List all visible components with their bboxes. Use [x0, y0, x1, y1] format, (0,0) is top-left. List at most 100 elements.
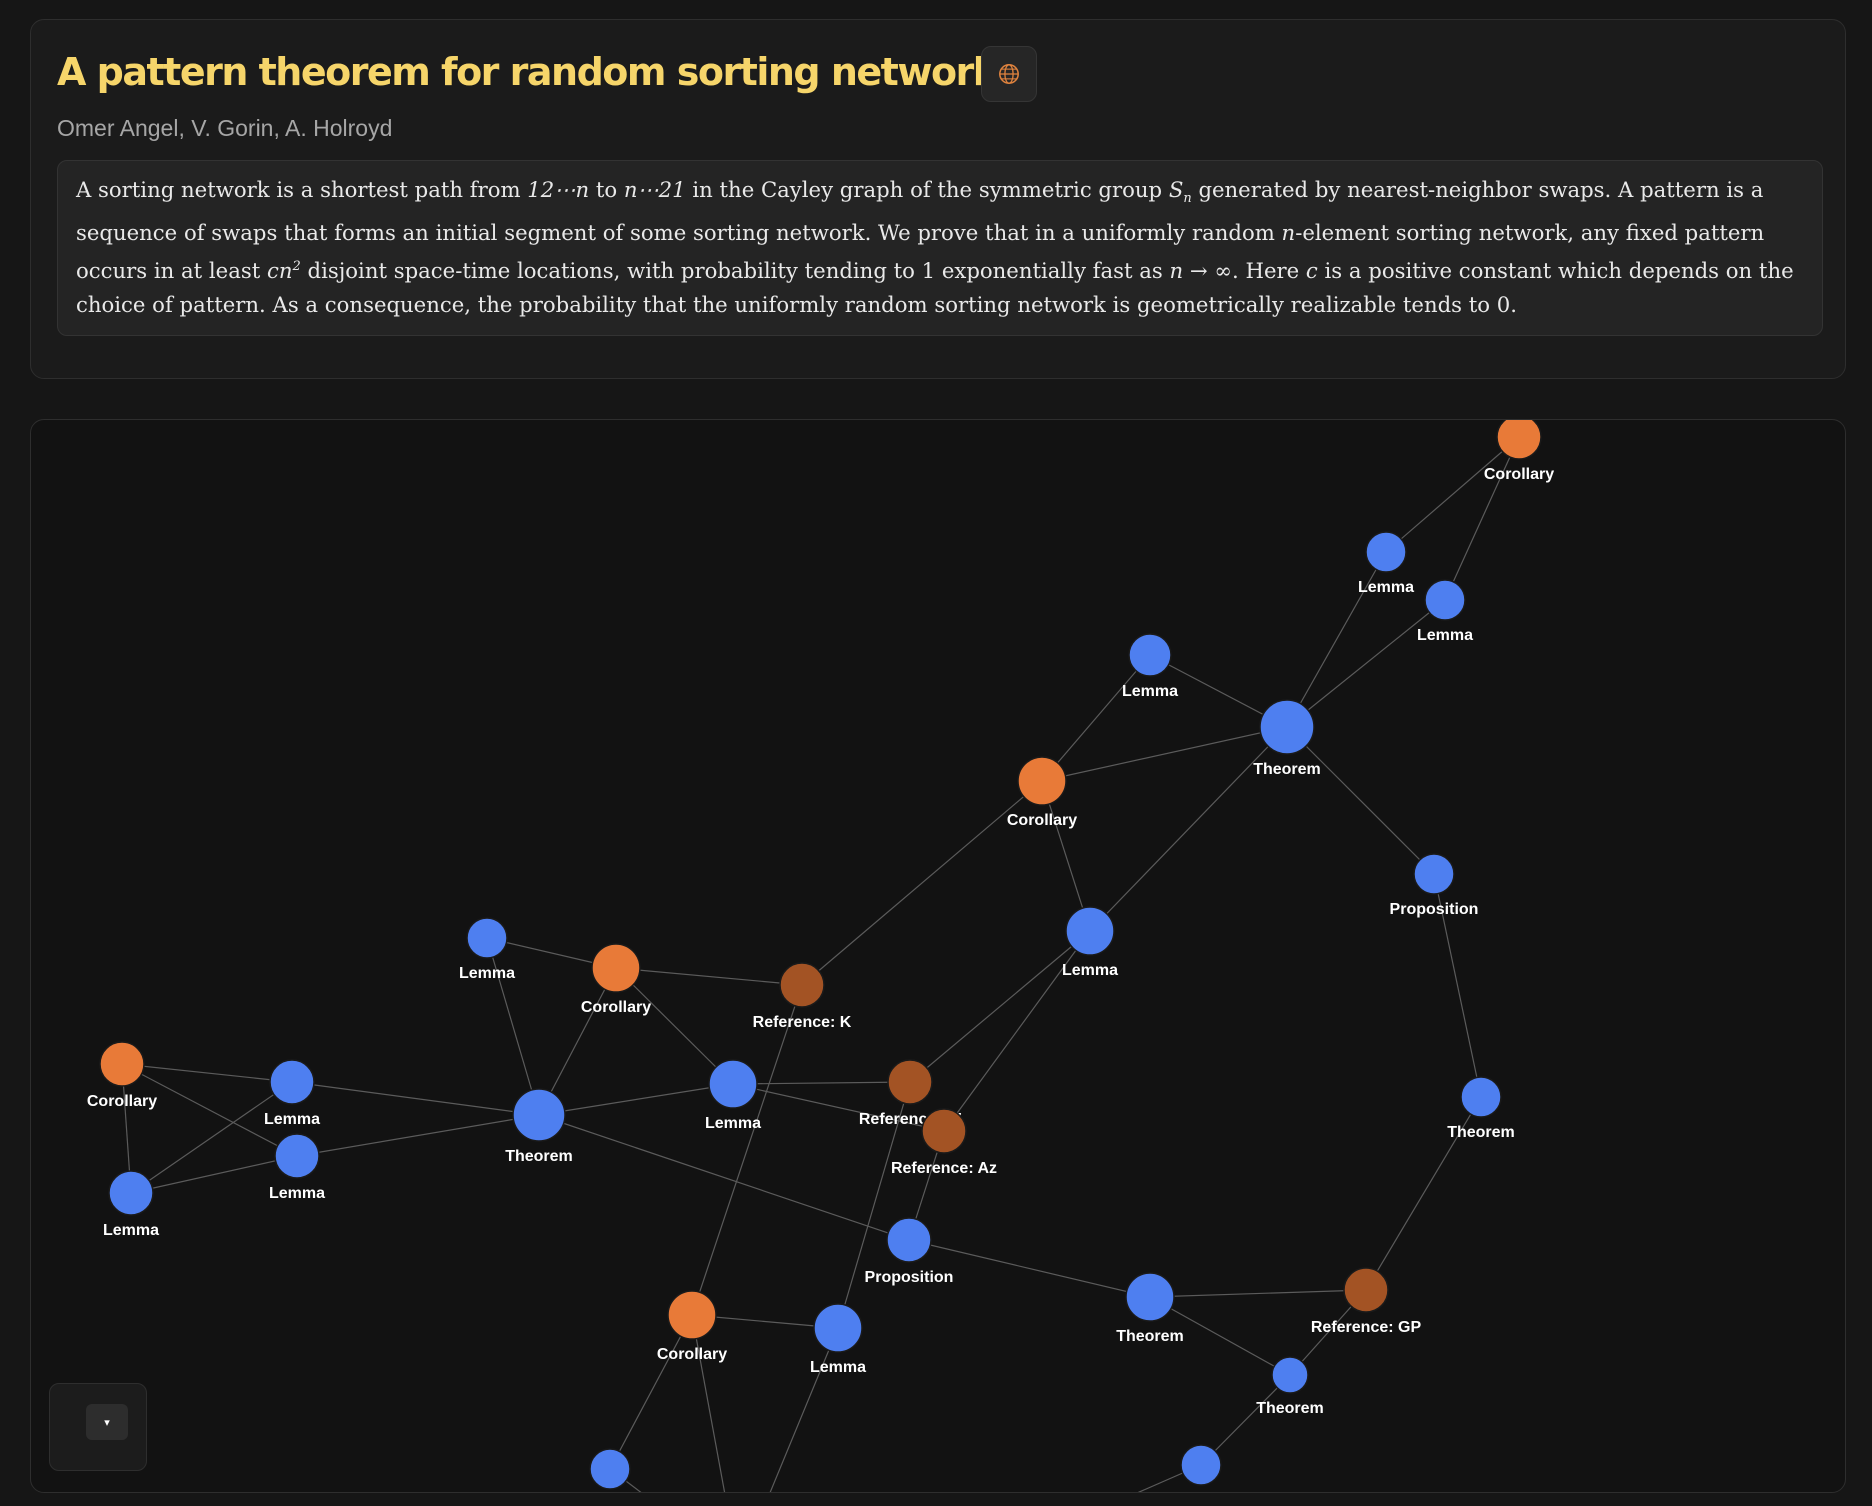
graph-node-l_d[interactable]: Lemma — [459, 917, 515, 982]
node-circle[interactable] — [1496, 420, 1542, 460]
node-circle[interactable] — [1065, 906, 1115, 956]
node-label: Theorem — [1253, 761, 1321, 778]
node-circle[interactable] — [512, 1088, 566, 1142]
node-circle[interactable] — [779, 962, 825, 1008]
node-label: Theorem — [1447, 1124, 1515, 1141]
math-expression: n → ∞ — [1169, 258, 1233, 284]
graph-node-l_mid[interactable]: Lemma — [1062, 906, 1118, 979]
paper-authors: Omer Angel, V. Gorin, A. Holroyd — [57, 115, 393, 141]
graph-node-p_m[interactable]: Proposition — [865, 1217, 954, 1286]
graph-edge — [291, 1081, 540, 1116]
graph-node-c_far[interactable]: Corollary — [87, 1041, 157, 1110]
graph-edge — [121, 1063, 298, 1157]
paper-card: A pattern theorem for random sorting net… — [30, 19, 1846, 379]
graph-node-n_br[interactable]: Th — [1180, 1444, 1222, 1493]
graph-edge — [538, 967, 617, 1116]
node-circle[interactable] — [708, 1059, 758, 1109]
graph-node-l_f[interactable]: Lemma — [705, 1059, 761, 1132]
graph-node-l_h[interactable]: Lemma — [103, 1170, 159, 1239]
node-circle[interactable] — [813, 1303, 863, 1353]
graph-node-n_bl[interactable] — [589, 1448, 631, 1490]
graph-node-l_e[interactable]: Lemma — [264, 1059, 320, 1128]
graph-node-t_r[interactable]: Theorem — [1447, 1076, 1515, 1141]
graph-node-c_l[interactable]: Corollary — [581, 943, 651, 1016]
graph-node-c_b[interactable]: Corollary — [657, 1290, 727, 1363]
paper-abstract: A sorting network is a shortest path fro… — [57, 160, 1823, 336]
node-label: Lemma — [264, 1111, 320, 1128]
graph-node-ref_k[interactable]: Reference: K — [753, 962, 852, 1031]
node-label: Corollary — [1484, 466, 1554, 483]
graph-node-p_r[interactable]: Proposition — [1390, 853, 1479, 918]
math-expression: c — [1305, 258, 1318, 284]
math-expression: Sn — [1168, 177, 1192, 207]
node-circle[interactable] — [1271, 1356, 1309, 1394]
graph-edge — [801, 780, 1043, 986]
math-expression: 12⋯n — [527, 177, 590, 202]
node-circle[interactable] — [1460, 1076, 1502, 1118]
node-circle[interactable] — [1343, 1267, 1389, 1313]
math-expression: 1 — [921, 258, 936, 284]
graph-edge — [1385, 436, 1520, 553]
graph-controls-toggle-button[interactable]: ▾ — [86, 1404, 128, 1440]
graph-node-c_mid[interactable]: Corollary — [1007, 756, 1077, 829]
node-circle[interactable] — [886, 1217, 932, 1263]
node-circle[interactable] — [1413, 853, 1455, 895]
open-paper-link-button[interactable] — [981, 46, 1037, 102]
node-circle[interactable] — [1125, 1272, 1175, 1322]
paper-title: A pattern theorem for random sorting net… — [57, 50, 1019, 94]
node-circle[interactable] — [921, 1108, 967, 1154]
node-circle[interactable] — [1424, 579, 1466, 621]
node-circle[interactable] — [466, 917, 508, 959]
node-circle[interactable] — [269, 1059, 315, 1105]
graph-edge — [732, 1083, 945, 1132]
node-label: Corollary — [581, 999, 651, 1016]
graph-edge — [1286, 599, 1446, 728]
graph-node-t_s[interactable]: Theorem — [1256, 1356, 1324, 1417]
node-circle[interactable] — [274, 1133, 320, 1179]
node-circle[interactable] — [1365, 531, 1407, 573]
graph-node-t_main[interactable]: Theorem — [505, 1088, 573, 1165]
graph-node-l_c[interactable]: Lemma — [1122, 633, 1178, 700]
graph-edge — [615, 967, 803, 986]
graph-edge — [1041, 726, 1288, 782]
node-label: Th — [1191, 1492, 1211, 1493]
node-circle[interactable] — [1259, 699, 1315, 755]
node-circle[interactable] — [887, 1059, 933, 1105]
node-circle[interactable] — [99, 1041, 145, 1087]
node-circle[interactable] — [108, 1170, 154, 1216]
node-label: Theorem — [1116, 1328, 1184, 1345]
graph-canvas[interactable]: CorollaryLemmaLemmaLemmaTheoremCorollary… — [31, 420, 1846, 1493]
graph-node-t_top[interactable]: Theorem — [1253, 699, 1321, 778]
node-circle[interactable] — [1128, 633, 1172, 677]
node-label: Lemma — [1062, 962, 1118, 979]
node-label: Corollary — [657, 1346, 727, 1363]
node-circle[interactable] — [667, 1290, 717, 1340]
node-circle[interactable] — [589, 1448, 631, 1490]
graph-node-l_i[interactable]: Lemma — [810, 1303, 866, 1376]
graph-node-l_g[interactable]: Lemma — [269, 1133, 325, 1202]
graph-node-ref_az[interactable]: Reference: Az — [891, 1108, 997, 1177]
node-label: Theorem — [505, 1148, 573, 1165]
node-circle[interactable] — [1180, 1444, 1222, 1486]
graph-edge — [1200, 1374, 1291, 1466]
graph-edge — [1149, 1289, 1367, 1298]
graph-edge — [486, 937, 540, 1116]
graph-edge — [909, 930, 1091, 1083]
graph-node-ref_gp[interactable]: Reference: GP — [1311, 1267, 1422, 1336]
graph-node-l_a[interactable]: Lemma — [1358, 531, 1414, 596]
node-circle[interactable] — [1017, 756, 1067, 806]
node-label: Lemma — [810, 1359, 866, 1376]
graph-edge — [130, 1081, 293, 1194]
node-circle[interactable] — [591, 943, 641, 993]
math-expression: n — [1281, 220, 1296, 246]
graph-nodes: CorollaryLemmaLemmaLemmaTheoremCorollary… — [87, 420, 1554, 1493]
graph-node-c_top[interactable]: Corollary — [1484, 420, 1554, 483]
node-label: Lemma — [1417, 627, 1473, 644]
graph-edge — [837, 1081, 911, 1329]
graph-node-t_b[interactable]: Theorem — [1116, 1272, 1184, 1345]
graph-node-l_b[interactable]: Lemma — [1417, 579, 1473, 644]
graph-edge — [538, 1114, 910, 1241]
node-label: Lemma — [269, 1185, 325, 1202]
graph-edge — [609, 1314, 693, 1470]
